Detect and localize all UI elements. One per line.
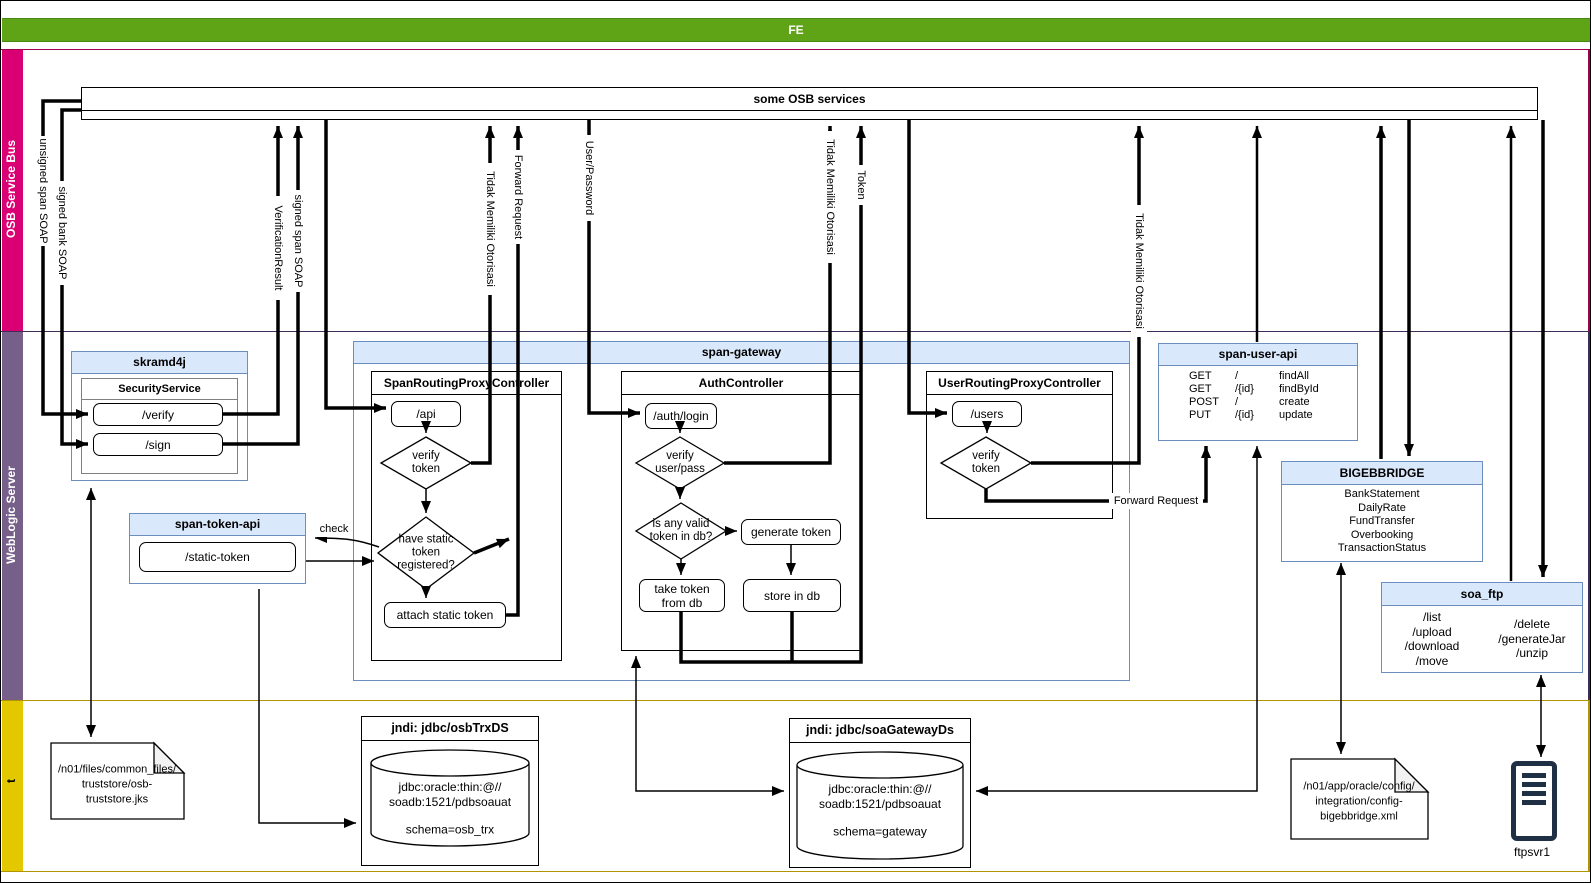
diamond-text-valid-token: is any valid token in db? [649,518,713,543]
osbtrxds-schema: schema=osb_trx [405,822,495,837]
right-border-bottom [1588,700,1590,871]
file-config-path: /n01/app/oracle/config/ integration/conf… [1303,780,1415,823]
band-osb-service-bus [2,49,23,331]
endpoint-static-token: /static-token [139,542,296,572]
node-soa-ftp: soa_ftp /list /upload /download /move /d… [1381,582,1583,673]
span-user-api-title: span-user-api [1159,344,1357,366]
soa-ftp-title: soa_ftp [1382,583,1582,606]
route-name: findById [1279,383,1319,395]
bigebbridge-op: FundTransfer [1349,515,1415,528]
edge-label-signed-bank-soap: signed bank SOAP [54,181,70,285]
bigebbridge-op: BankStatement [1344,488,1420,500]
bigebbridge-operations: BankStatement DailyRate FundTransfer Ove… [1282,485,1482,556]
edge-label-verification-result: VerificationResult [270,196,286,300]
band-bottom [2,700,23,871]
step-attach-static-token: attach static token [384,602,506,628]
diamond-text-verify-userpass: verify user/pass [655,450,705,475]
node-bigebbridge: BIGEBBRIDGE BankStatement DailyRate Fund… [1281,461,1483,562]
skramd4j-title: skramd4j [72,352,247,374]
route-row: POST / create [1189,396,1349,409]
step-generate-token: generate token [741,519,841,545]
separator-bottom-top [1,700,1590,701]
right-border-weblogic [1588,331,1590,700]
edge-label-forward-request-1: Forward Request [510,150,526,244]
route-method: POST [1189,396,1219,408]
step-take-token-from-db: take token from db [639,579,725,612]
edge-tokenapi-osbtrxds [258,589,356,828]
file-truststore-path: /n01/files/common_files/ truststore/osb-… [58,763,176,806]
edge-label-unsigned-span-soap: unsigned span SOAP [35,136,51,246]
edge-label-tidak-1: Tidak Memiliki Otorisasi [482,163,498,295]
route-path: / [1235,370,1239,382]
separator-weblogic-top [1,331,1590,332]
route-method: GET [1189,383,1212,395]
separator-bottom-end [1,871,1590,872]
soa-ftp-endpoints-col2: /delete /generateJar /unzip [1498,617,1566,661]
bigebbridge-op: DailyRate [1358,501,1406,514]
bigebbridge-op: Overbooking [1350,528,1414,541]
file-shapes [50,741,1430,840]
edge-label-check: check [315,521,353,537]
step-store-in-db: store in db [743,579,841,612]
soagatewayds-conn: jdbc:oracle:thin:@// soadb:1521/pdbsoaua… [818,782,942,811]
osbtrxds-title: jndi: jdbc/osbTrxDS [362,717,538,741]
edge-label-signed-span-soap: signed span SOAP [290,190,306,292]
node-user-routing-proxy-controller: UserRoutingProxyController [926,371,1113,519]
endpoint-sign: /sign [93,433,223,456]
some-osb-services-title: some OSB services [82,88,1537,111]
node-span-user-api: span-user-api [1158,343,1358,441]
server-vents-icon [1522,773,1546,806]
diamond-text-verify-token-user: verify token [971,450,1001,475]
span-gateway-title: span-gateway [354,342,1129,364]
route-name: findAll [1279,370,1309,382]
edge-label-tidak-3: Tidak Memiliki Otorisasi [1131,205,1147,337]
separator-osb-top [1,49,1590,50]
route-name: create [1279,396,1310,408]
edge-label-tidak-2: Tidak Memiliki Otorisasi [822,131,838,263]
bigebbridge-op: TransactionStatus [1337,542,1427,555]
route-path: /{id} [1235,409,1254,421]
band-weblogic-server [2,331,23,700]
band-label-bottom: t [4,779,18,783]
band-label-osb: OSB Service Bus [4,139,18,239]
route-name: update [1279,409,1313,421]
route-path: / [1235,396,1239,408]
soagatewayds-schema: schema=gateway [833,824,927,839]
soagatewayds-title: jndi: jdbc/soaGatewayDs [790,719,970,743]
route-path: /{id} [1235,383,1254,395]
endpoint-verify: /verify [93,403,223,426]
bigebbridge-title: BIGEBBRIDGE [1282,462,1482,485]
band-label-weblogic: WebLogic Server [4,466,18,564]
route-row: GET / findAll [1189,370,1349,383]
endpoint-auth-login: /auth/login [645,403,717,429]
auth-controller-title: AuthController [622,372,860,395]
fe-band: FE [2,18,1590,42]
route-row: GET /{id} findById [1189,383,1349,396]
diamond-text-have-static: have static token registered? [397,533,455,572]
edge-label-forward-request-2: Forward Request [1109,493,1203,509]
ftpsvr1-server-icon [1511,761,1557,841]
node-some-osb-services: some OSB services [81,87,1538,120]
osbtrxds-conn: jdbc:oracle:thin:@// soadb:1521/pdbsoaua… [388,780,512,809]
diamond-text-verify-token-span: verify token [411,450,441,475]
fe-band-label: FE [788,23,804,37]
route-method: GET [1189,370,1212,382]
user-routing-title: UserRoutingProxyController [927,372,1112,395]
span-routing-title: SpanRoutingProxyController [372,372,561,395]
ftpsvr1-label: ftpsvr1 [1513,845,1550,859]
route-row: PUT /{id} update [1189,409,1349,422]
endpoint-users: /users [952,401,1022,427]
edge-label-token: Token [853,165,869,205]
right-border-osb [1588,49,1590,331]
span-token-api-title: span-token-api [130,514,305,536]
endpoint-api: /api [391,401,461,427]
soa-ftp-endpoints-col1: /list /upload /download /move [1404,610,1460,668]
span-user-api-routes: GET / findAll GET /{id} findById POST / … [1189,370,1349,422]
route-method: PUT [1189,409,1211,421]
security-service-title: SecurityService [82,379,237,400]
edge-label-user-password: User/Password [581,135,597,221]
node-security-service: SecurityService [81,378,238,474]
